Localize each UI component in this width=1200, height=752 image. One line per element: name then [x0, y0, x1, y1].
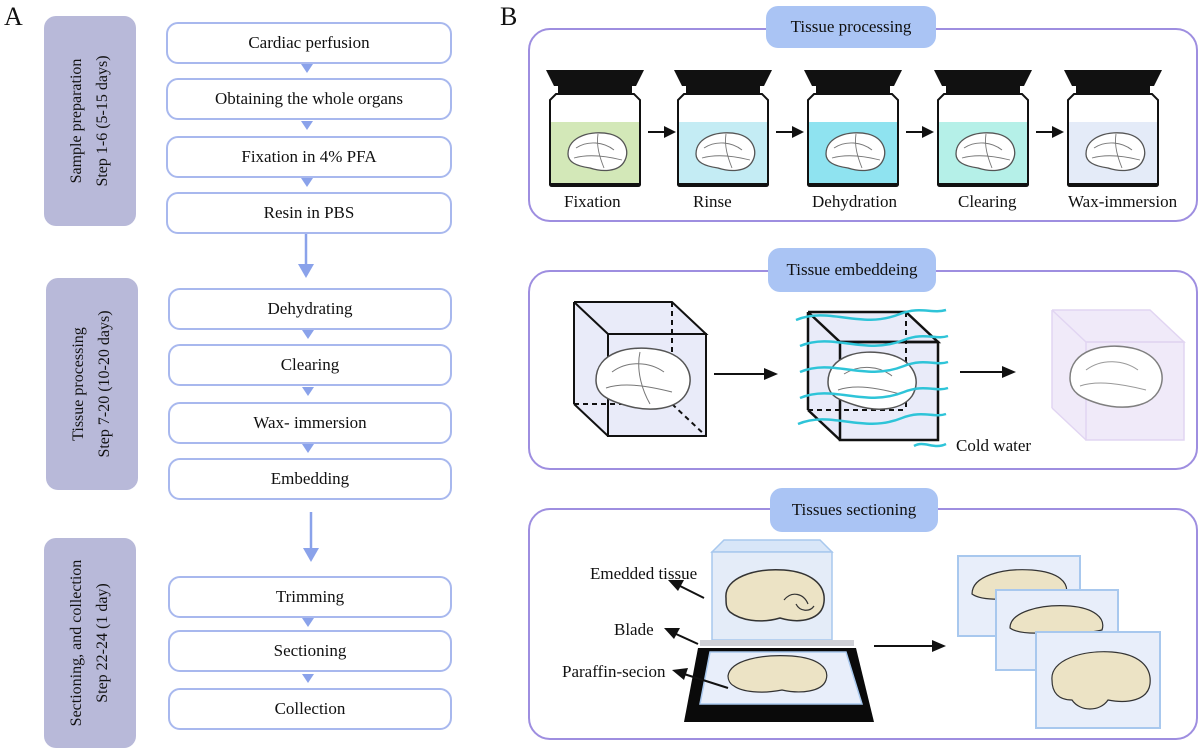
panel-letter-b: B — [500, 2, 518, 31]
step-box: Wax- immersion — [168, 402, 452, 444]
step-box: Dehydrating — [168, 288, 452, 330]
cold-water-legend: Cold water — [956, 436, 1032, 455]
connector-arrow — [302, 387, 314, 396]
arrow — [1036, 126, 1064, 138]
connector-arrow — [301, 178, 313, 187]
connector-arrow — [301, 64, 313, 73]
step-box: Obtaining the whole organs — [166, 78, 452, 120]
arrow — [714, 368, 778, 380]
embedded-tissue-block — [710, 539, 834, 641]
connector-arrow — [302, 674, 314, 683]
step-box: Clearing — [168, 344, 452, 386]
label-paraffin-section: Paraffin-secion — [562, 662, 666, 681]
paraffin-block — [573, 301, 709, 437]
brain-icon — [955, 132, 1016, 172]
step-box: Resin in PBS — [166, 192, 452, 234]
section-title: Tissue embeddeing — [768, 248, 936, 292]
jar-label: Clearing — [958, 192, 1017, 211]
arrow — [874, 640, 946, 652]
panel-letter-a: A — [4, 2, 23, 31]
brain-icon — [695, 132, 756, 172]
arrow — [960, 366, 1016, 378]
connector-arrow — [302, 444, 314, 453]
brain-icon — [825, 132, 886, 172]
step-box: Collection — [168, 688, 452, 730]
jar — [804, 70, 902, 187]
paraffin-block-cooling — [795, 308, 949, 442]
paraffin-section — [684, 648, 874, 722]
arrow — [648, 126, 676, 138]
embedded-block — [1051, 309, 1186, 441]
jar-label: Fixation — [564, 192, 621, 211]
section-title: Tissue processing — [766, 6, 936, 48]
pointer-arrow — [672, 668, 729, 689]
connector-arrow — [302, 330, 314, 339]
group-sample-preparation: Sample preparation Step 1-6 (5-15 days) — [44, 16, 136, 226]
jar — [1064, 70, 1162, 187]
group-sectioning-collection: Sectioning, and collection Step 22-24 (1… — [44, 538, 136, 748]
arrow — [906, 126, 934, 138]
jar-label: Dehydration — [812, 192, 897, 211]
cold-water-legend-line — [913, 442, 947, 448]
brain-icon — [1085, 132, 1146, 172]
jar-label: Wax-immersion — [1068, 192, 1178, 211]
label-embedded-tissue: Emedded tissue — [590, 564, 698, 583]
step-box: Fixation in 4% PFA — [166, 136, 452, 178]
step-box: Cardiac perfusion — [166, 22, 452, 64]
step-box: Sectioning — [168, 630, 452, 672]
section-title: Tissues sectioning — [770, 488, 938, 532]
step-box: Embedding — [168, 458, 452, 500]
section-slide — [1035, 631, 1161, 729]
connector-arrow — [302, 618, 314, 627]
connector-arrow — [301, 121, 313, 130]
brain-icon — [567, 132, 628, 172]
label-blade: Blade — [614, 620, 654, 639]
group-tissue-processing: Tissue processing Step 7-20 (10-20 days) — [46, 278, 138, 490]
jar — [546, 70, 644, 187]
step-box: Trimming — [168, 576, 452, 618]
pointer-arrow — [664, 628, 699, 645]
jar-label: Rinse — [693, 192, 732, 211]
arrow — [776, 126, 804, 138]
jar — [674, 70, 772, 187]
jar — [934, 70, 1032, 187]
pointer-arrow — [668, 580, 705, 599]
blade — [700, 640, 854, 646]
